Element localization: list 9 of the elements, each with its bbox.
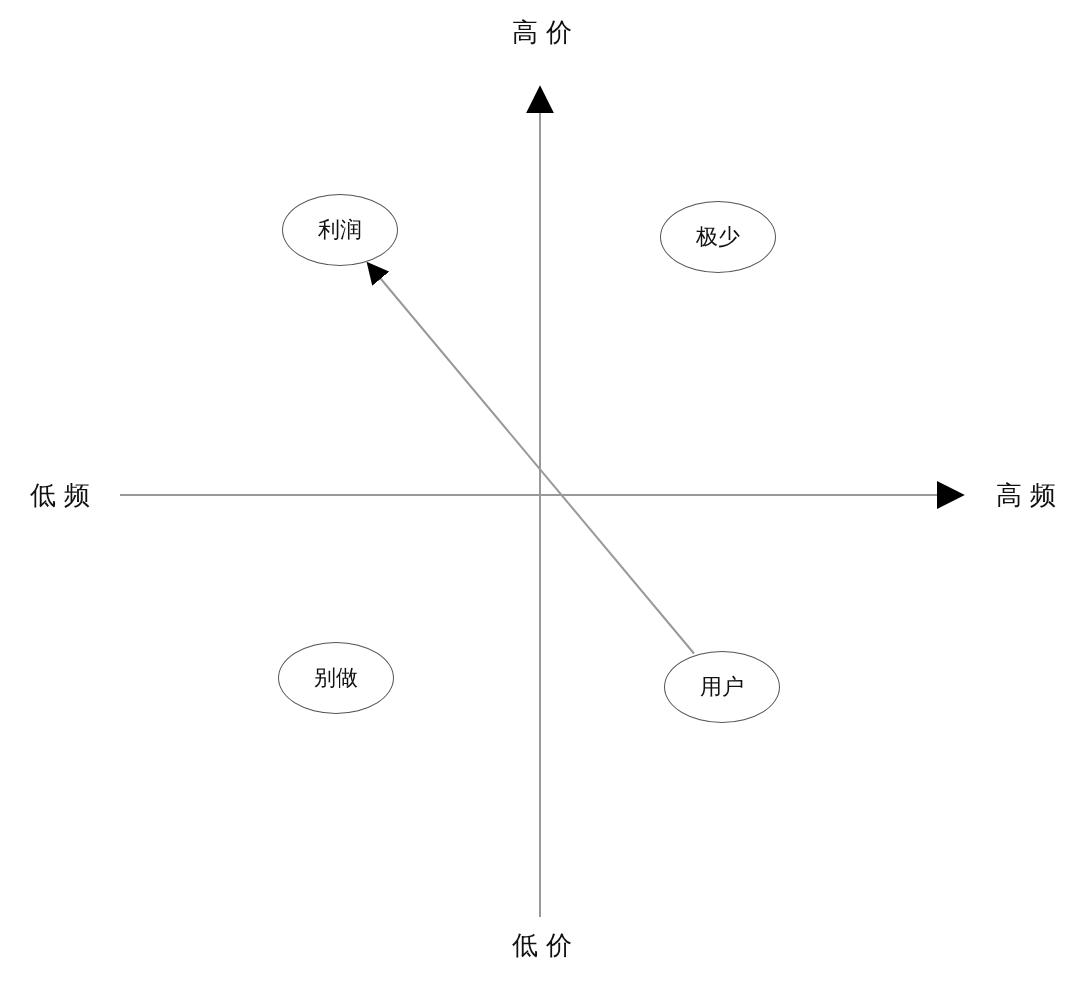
axis-label: 低频	[30, 478, 98, 512]
ellipse-node: 用户	[664, 651, 780, 723]
arrow	[366, 261, 695, 655]
ellipse-node: 利润	[282, 194, 398, 266]
axis-label: 高频	[996, 478, 1064, 512]
axis-label: 高价	[512, 15, 580, 49]
ellipse-node: 极少	[660, 201, 776, 273]
ellipse-node: 别做	[278, 642, 394, 714]
axis-label: 低价	[512, 928, 580, 962]
